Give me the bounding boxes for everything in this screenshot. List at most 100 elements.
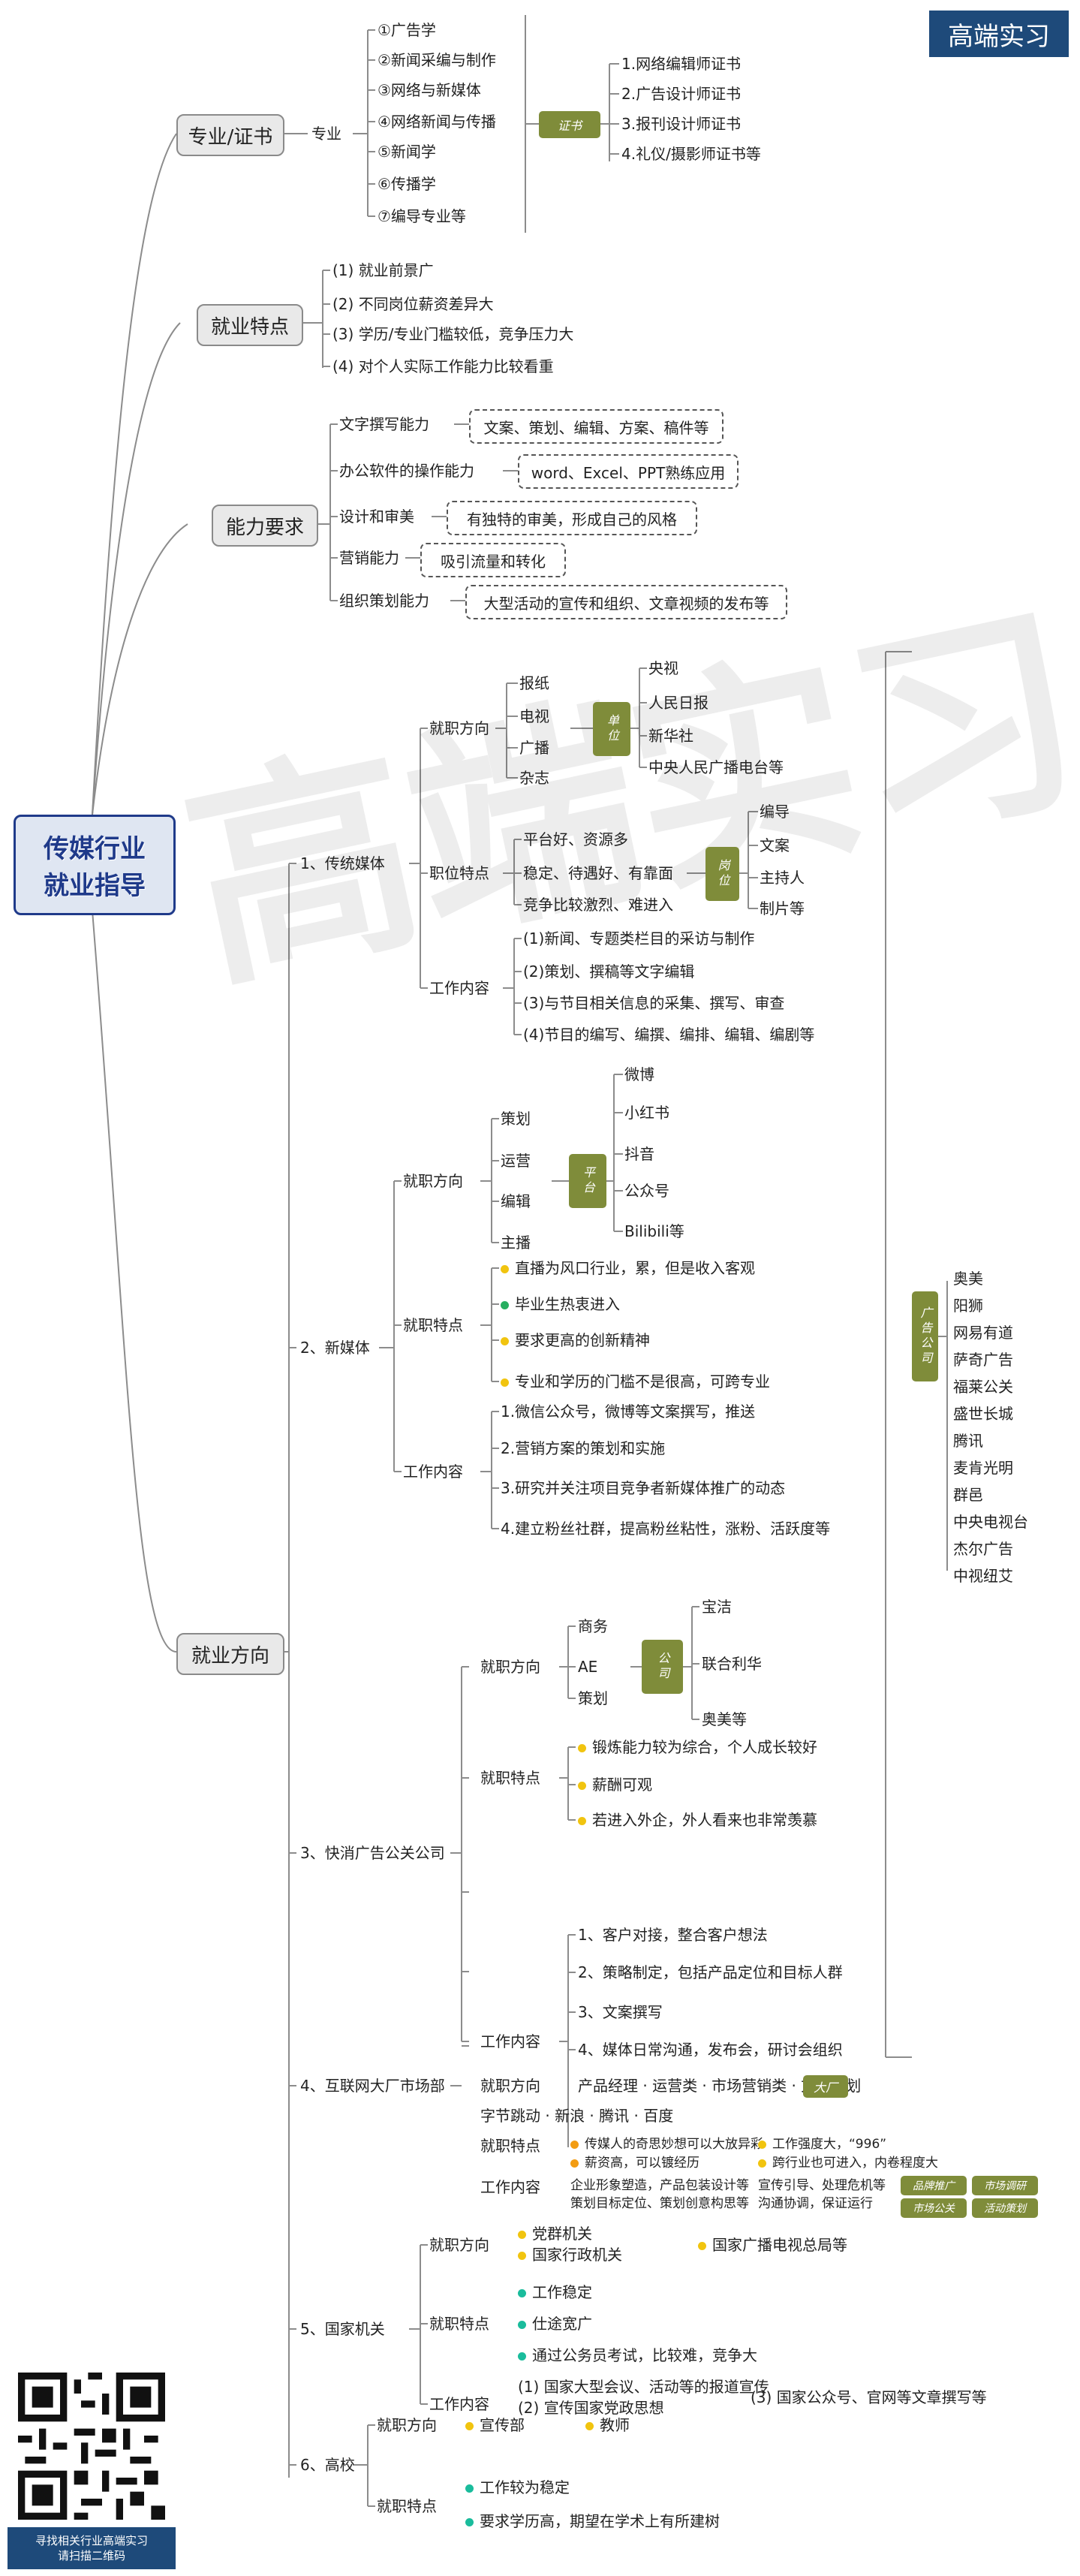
bullet-icon bbox=[698, 2242, 706, 2250]
s4-bigco: 新浪 bbox=[555, 2107, 585, 2125]
bullet-icon bbox=[518, 2231, 526, 2239]
bullet-icon bbox=[518, 2252, 526, 2260]
s2-work-item: 4.建立粉丝社群，提高粉丝粘性，涨粉、活跃度等 bbox=[501, 1520, 831, 1538]
s2-platform: 微博 bbox=[624, 1065, 654, 1083]
s2-feat-text: 要求更高的创新精神 bbox=[515, 1331, 650, 1349]
agency-item: 腾讯 bbox=[953, 1432, 983, 1450]
s3-feat: 就职特点 bbox=[480, 1769, 540, 1787]
s2-feat-item: 毕业生热衷进入 bbox=[501, 1294, 620, 1314]
s1-post: 文案 bbox=[760, 836, 790, 854]
s1-work-item: (2)策划、撰稿等文字编辑 bbox=[523, 963, 695, 981]
s2-label: 2、新媒体 bbox=[300, 1339, 370, 1357]
s1-post: 主持人 bbox=[760, 869, 805, 887]
feature-item: (3) 学历/专业门槛较低，竞争压力大 bbox=[332, 325, 574, 343]
major-item: ③网络与新媒体 bbox=[378, 81, 481, 99]
qr-code-icon bbox=[18, 2373, 165, 2520]
s3-feat-item: 锻炼能力较为综合，个人成长较好 bbox=[578, 1737, 817, 1757]
s2-role: 编辑 bbox=[501, 1192, 531, 1210]
s2-work: 工作内容 bbox=[403, 1463, 463, 1481]
s2-feat-text: 专业和学历的门槛不是很高，可跨专业 bbox=[515, 1372, 770, 1390]
s1-unit: 新华社 bbox=[648, 727, 693, 745]
s1-media: 电视 bbox=[519, 707, 549, 725]
qr-caption: 寻找相关行业高端实习 请扫描二维码 bbox=[8, 2527, 176, 2569]
agency-item: 阳狮 bbox=[953, 1297, 983, 1315]
s4-feat-text: 传媒人的奇思妙想可以大放异彩 bbox=[585, 2137, 763, 2152]
ability-value: 文案、策划、编辑、方案、稿件等 bbox=[469, 409, 724, 444]
feature-item: (2) 不同岗位薪资差异大 bbox=[332, 295, 494, 313]
cert-item: 2.广告设计师证书 bbox=[621, 85, 742, 103]
s1-feat-item: 稳定、待遇好、有靠面 bbox=[523, 864, 673, 882]
s4-bigcos: 字节跳动 · 新浪 · 腾讯 · 百度 bbox=[480, 2107, 674, 2125]
agency-item: 奥美 bbox=[953, 1270, 983, 1288]
s4-feat-item: 传媒人的奇思妙想可以大放异彩 bbox=[570, 2136, 763, 2153]
s4-bigco: 百度 bbox=[643, 2107, 674, 2125]
s2-feat-text: 毕业生热衷进入 bbox=[515, 1295, 620, 1313]
agency-item: 群邑 bbox=[953, 1486, 983, 1504]
s1-work: 工作内容 bbox=[429, 979, 489, 997]
bullet-icon bbox=[518, 2289, 526, 2297]
s4-bigco: 腾讯 bbox=[599, 2107, 630, 2125]
s4-feat: 就职特点 bbox=[480, 2137, 540, 2155]
tag-post: 岗位 bbox=[705, 847, 739, 901]
agency-item: 中央电视台 bbox=[953, 1513, 1028, 1531]
s4-feat-text: 薪资高，可以镀经历 bbox=[585, 2156, 699, 2171]
bullet-icon bbox=[578, 1817, 586, 1825]
s3-feat-text: 若进入外企，外人看来也非常羡慕 bbox=[592, 1811, 817, 1829]
tag-agency: 广告公司 bbox=[912, 1291, 938, 1381]
tag-market: 市场调研 bbox=[972, 2176, 1038, 2195]
s1-feat-item: 竞争比较激烈、难进入 bbox=[523, 896, 673, 914]
s5-work-item: (3) 国家公众号、官网等文章撰写等 bbox=[751, 2388, 987, 2406]
s1-unit: 央视 bbox=[648, 659, 678, 677]
s3-company: 联合利华 bbox=[702, 1655, 762, 1673]
s4-role: 产品经理 bbox=[578, 2077, 638, 2095]
agency-item: 麦肯光明 bbox=[953, 1459, 1013, 1477]
s1-unit: 中央人民广播电台等 bbox=[648, 758, 784, 776]
bullet-icon bbox=[578, 1782, 586, 1790]
ability-value: 吸引流量和转化 bbox=[420, 543, 566, 577]
s3-company: 宝洁 bbox=[702, 1598, 732, 1616]
bullet-icon bbox=[570, 2140, 579, 2149]
s5-dir-text: 国家行政机关 bbox=[532, 2246, 622, 2264]
s4-feat-item: 工作强度大，“996” bbox=[758, 2136, 886, 2153]
bullet-icon bbox=[465, 2422, 474, 2430]
tag-platform: 平台 bbox=[569, 1154, 606, 1208]
qr-caption-line2: 请扫描二维码 bbox=[57, 2549, 125, 2562]
feature-item: (4) 对个人实际工作能力比较看重 bbox=[332, 357, 554, 375]
agency-item: 萨奇广告 bbox=[953, 1351, 1013, 1369]
agency-item: 盛世长城 bbox=[953, 1405, 1013, 1423]
major-item: ②新闻采编与制作 bbox=[378, 51, 496, 69]
bullet-icon bbox=[570, 2159, 579, 2168]
s6-feat-text: 要求学历高，期望在学术上有所建树 bbox=[480, 2512, 720, 2530]
s3-company: 奥美等 bbox=[702, 1710, 747, 1728]
s1-work-item: (1)新闻、专题类栏目的采访与制作 bbox=[523, 929, 755, 948]
node-ability: 能力要求 bbox=[212, 505, 318, 547]
agency-item: 福莱公关 bbox=[953, 1378, 1013, 1396]
bullet-icon bbox=[465, 2484, 474, 2493]
s3-feat-text: 锻炼能力较为综合，个人成长较好 bbox=[592, 1738, 817, 1756]
s3-feat-item: 薪酬可观 bbox=[578, 1775, 652, 1794]
bullet-icon bbox=[585, 2422, 594, 2430]
s2-role: 策划 bbox=[501, 1110, 531, 1128]
s1-work-item: (4)节目的编写、编撰、编排、编辑、编剧等 bbox=[523, 1026, 815, 1044]
brand-badge: 高端实习 bbox=[929, 11, 1069, 57]
node-features: 就业特点 bbox=[197, 304, 303, 346]
s6-feat-item: 工作较为稳定 bbox=[465, 2478, 570, 2497]
bullet-icon bbox=[518, 2321, 526, 2329]
s2-role: 主播 bbox=[501, 1234, 531, 1252]
s2-work-item: 2.营销方案的策划和实施 bbox=[501, 1439, 666, 1457]
s1-post: 编导 bbox=[760, 803, 790, 821]
s5-work-item: (1) 国家大型会议、活动等的报道宣传 bbox=[518, 2378, 769, 2396]
bullet-icon bbox=[518, 2352, 526, 2361]
s4-work: 工作内容 bbox=[480, 2178, 540, 2196]
s3-label: 3、快消广告公关公司 bbox=[300, 1844, 445, 1862]
ability-key: 组织策划能力 bbox=[339, 592, 429, 610]
major-item: ①广告学 bbox=[378, 21, 436, 39]
s4-work-item: 企业形象塑造，产品包装设计等 bbox=[570, 2178, 749, 2193]
bullet-icon bbox=[465, 2518, 474, 2526]
ability-key: 营销能力 bbox=[339, 549, 399, 567]
tag-ops: 活动策划 bbox=[972, 2198, 1038, 2218]
root-title-line2: 就业指导 bbox=[44, 871, 146, 901]
s5-dir-text: 国家广播电视总局等 bbox=[712, 2236, 847, 2254]
s1-feat: 职位特点 bbox=[429, 864, 489, 882]
